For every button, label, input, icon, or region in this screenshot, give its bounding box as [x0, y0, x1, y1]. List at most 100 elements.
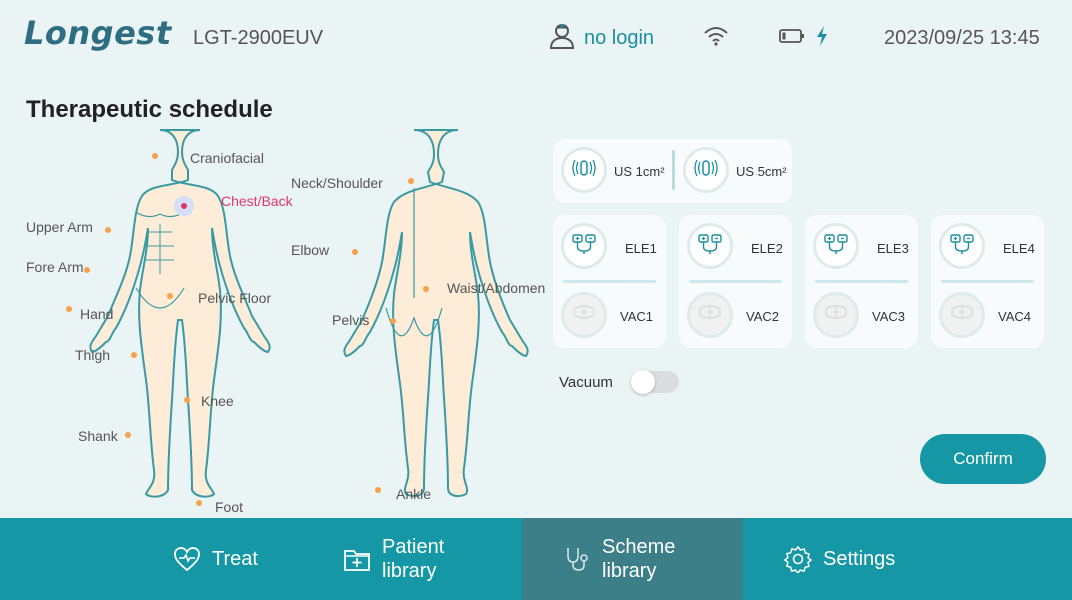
part-shank[interactable]: Shank [78, 428, 118, 444]
header: Longest LGT-2900EUV no login [0, 0, 1072, 75]
vac4-cup[interactable] [939, 292, 985, 338]
electrode-pad-icon [823, 233, 849, 260]
nav-patient-library-label: Patient library [382, 536, 445, 582]
point-fore-arm[interactable] [84, 267, 90, 273]
part-pelvic-floor[interactable]: Pelvic Floor [198, 290, 272, 306]
nav-treat[interactable]: Treat [172, 518, 292, 600]
part-hand[interactable]: Hand [80, 306, 114, 322]
us-1cm-label: US 1cm² [614, 164, 665, 179]
battery-icon [779, 27, 805, 50]
ele1-electrode[interactable] [561, 223, 607, 269]
vac3-cup[interactable] [813, 292, 859, 338]
part-pelvis[interactable]: Pelvis [332, 312, 370, 328]
vac2-cup[interactable] [687, 292, 733, 338]
page-title: Therapeutic schedule [26, 96, 273, 123]
brand-logo: Longest [24, 14, 172, 52]
part-thigh[interactable]: Thigh [75, 347, 111, 363]
vacuum-cup-icon [697, 303, 723, 328]
login-label: no login [584, 27, 655, 49]
part-craniofacial[interactable]: Craniofacial [190, 150, 264, 166]
channel-card-1: ELE1 VAC1 [553, 215, 666, 348]
point-waist-abdomen[interactable] [423, 286, 429, 292]
point-knee[interactable] [184, 397, 190, 403]
channel-card-4: ELE4 VAC4 [931, 215, 1044, 348]
vac1-cup[interactable] [561, 292, 607, 338]
confirm-button[interactable]: Confirm [920, 434, 1046, 484]
point-shank[interactable] [125, 432, 131, 438]
part-fore-arm[interactable]: Fore Arm [26, 259, 84, 275]
us-5cm-probe[interactable] [683, 147, 729, 193]
part-ankle[interactable]: Ankle [396, 486, 432, 502]
stethoscope-icon [562, 545, 592, 573]
point-hand[interactable] [66, 306, 72, 312]
ele2-label: ELE2 [751, 241, 783, 256]
vacuum-cup-icon [571, 303, 597, 328]
ele4-label: ELE4 [1003, 241, 1035, 256]
nav-settings-label: Settings [823, 548, 896, 570]
charging-icon [815, 25, 829, 52]
electrode-pad-icon [571, 233, 597, 260]
nav-scheme-library-label: Scheme library [602, 536, 676, 582]
ultrasound-panel: US 1cm² US 5cm² [553, 139, 792, 203]
part-waist-abdomen[interactable]: Waist/Abdomen [447, 280, 546, 296]
divider [563, 280, 656, 283]
ultrasound-probe-icon [571, 158, 597, 183]
channel-card-2: ELE2 VAC2 [679, 215, 792, 348]
part-chest-back[interactable]: Chest/Back [221, 193, 293, 209]
part-elbow[interactable]: Elbow [291, 242, 330, 258]
nav-settings[interactable]: Settings [783, 518, 913, 600]
doctor-icon [548, 22, 576, 55]
point-elbow[interactable] [352, 249, 358, 255]
ele1-label: ELE1 [625, 241, 657, 256]
vac3-label: VAC3 [872, 309, 905, 324]
divider [689, 280, 782, 283]
part-upper-arm[interactable]: Upper Arm [26, 219, 93, 235]
part-knee[interactable]: Knee [201, 393, 234, 409]
divider [815, 280, 908, 283]
vac2-label: VAC2 [746, 309, 779, 324]
ele3-electrode[interactable] [813, 223, 859, 269]
nav-treat-label: Treat [212, 548, 258, 570]
divider [941, 280, 1034, 283]
channel-card-3: ELE3 VAC3 [805, 215, 918, 348]
divider [672, 150, 675, 190]
gear-icon [783, 545, 813, 573]
point-thigh[interactable] [131, 352, 137, 358]
vacuum-cup-icon [823, 303, 849, 328]
us-5cm-label: US 5cm² [736, 164, 787, 179]
nav-scheme-library[interactable]: Scheme library [522, 518, 743, 600]
device-model: LGT-2900EUV [193, 27, 324, 49]
part-neck-shoulder[interactable]: Neck/Shoulder [291, 175, 383, 191]
part-foot[interactable]: Foot [215, 499, 244, 515]
wifi-icon [703, 25, 729, 52]
heart-pulse-icon [172, 546, 202, 572]
electrode-pad-icon [949, 233, 975, 260]
point-foot[interactable] [196, 500, 202, 506]
point-pelvis[interactable] [390, 318, 396, 324]
front-body-figure [89, 129, 271, 498]
folder-medical-icon [342, 546, 372, 572]
vacuum-label: Vacuum [559, 374, 613, 391]
point-craniofacial[interactable] [152, 153, 158, 159]
ele3-label: ELE3 [877, 241, 909, 256]
bottom-nav: Treat Patient library Scheme library Set… [0, 518, 1072, 600]
ele4-electrode[interactable] [939, 223, 985, 269]
point-upper-arm[interactable] [105, 227, 111, 233]
vacuum-toggle[interactable] [631, 370, 679, 394]
vacuum-cup-icon [949, 303, 975, 328]
ele2-electrode[interactable] [687, 223, 733, 269]
ultrasound-probe-icon [693, 158, 719, 183]
point-pelvic-floor[interactable] [167, 293, 173, 299]
back-body-figure [343, 129, 529, 497]
vac1-label: VAC1 [620, 309, 653, 324]
vac4-label: VAC4 [998, 309, 1031, 324]
nav-patient-library[interactable]: Patient library [342, 518, 472, 600]
us-1cm-probe[interactable] [561, 147, 607, 193]
point-chest-back[interactable] [174, 196, 194, 216]
toggle-knob [631, 370, 655, 394]
point-ankle[interactable] [375, 487, 381, 493]
electrode-pad-icon [697, 233, 723, 260]
datetime: 2023/09/25 13:45 [884, 27, 1040, 49]
point-neck-shoulder[interactable] [408, 178, 414, 184]
login-button[interactable]: no login [548, 22, 654, 55]
